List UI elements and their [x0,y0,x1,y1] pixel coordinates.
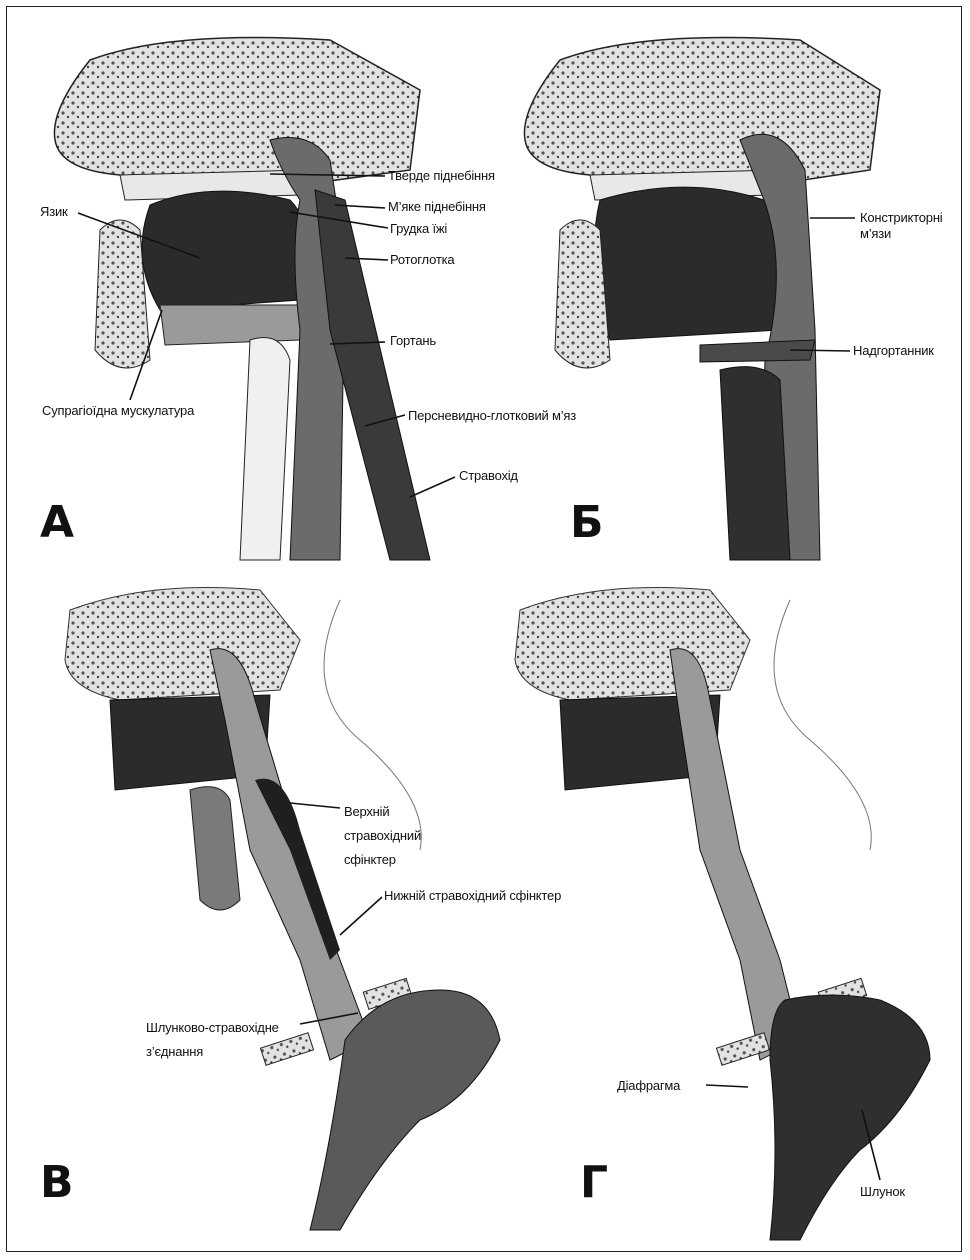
label-lower-esophageal-sphincter: Нижній стравохідний сфінктер [384,888,561,904]
label-food-bolus: Грудка їжі [390,221,447,237]
panel-a-drawing [54,38,430,561]
leader-diaphragm [706,1085,748,1087]
label-gastroesophageal-junction: Шлунково-стравохідне з’єднання [146,1016,311,1064]
panel-b-epiglottis [700,340,815,362]
label-upper-esophageal-sphincter: Верхній стравохідний сфінктер [344,800,439,872]
panel-b-skull [524,38,880,186]
label-tongue: Язик [40,204,68,220]
leader-epiglottis [790,350,850,351]
panel-d-drawing [515,588,930,1241]
panel-letter-d: Г [580,1160,608,1206]
label-esophagus: Стравохід [459,468,518,484]
label-epiglottis: Надгортанник [853,343,934,359]
panel-d-stomach [770,995,930,1240]
label-diaphragm: Діафрагма [617,1078,680,1094]
leader-les [340,897,382,935]
panel-a-trachea [240,338,290,561]
panel-c-drawing [65,588,500,1231]
panel-letter-a: А [40,500,74,546]
panel-a-tongue [142,191,308,310]
panel-c-skull [65,588,300,701]
leader-ues [290,803,340,808]
panel-d-neck-outline [774,600,871,850]
panel-d-skull [515,588,750,701]
label-constrictor-muscles: Констрикторні м’язи [860,210,955,242]
panel-letter-b: Б [570,500,604,546]
panel-b-larynx [720,367,790,560]
label-stomach: Шлунок [860,1184,905,1200]
panel-d-diaphragm-left [716,1033,769,1066]
panel-a-skull [54,38,420,186]
label-oropharynx: Ротоглотка [390,252,454,268]
panel-a-suprahyoid-muscles [160,305,300,345]
label-cricopharyngeus: Персневидно-глотковий м’яз [408,408,608,424]
panel-c-larynx [190,787,240,910]
panel-d-esophagus [670,649,800,1060]
leader-esophagus [410,477,455,497]
label-soft-palate: М’яке піднебіння [388,199,486,215]
panel-letter-c: В [40,1160,74,1206]
label-hard-palate: Тверде піднебіння [388,168,495,184]
label-suprahyoid-muscles: Супрагіоїдна мускулатура [42,403,194,419]
label-larynx: Гортань [390,333,436,349]
panel-b-drawing [524,38,880,561]
